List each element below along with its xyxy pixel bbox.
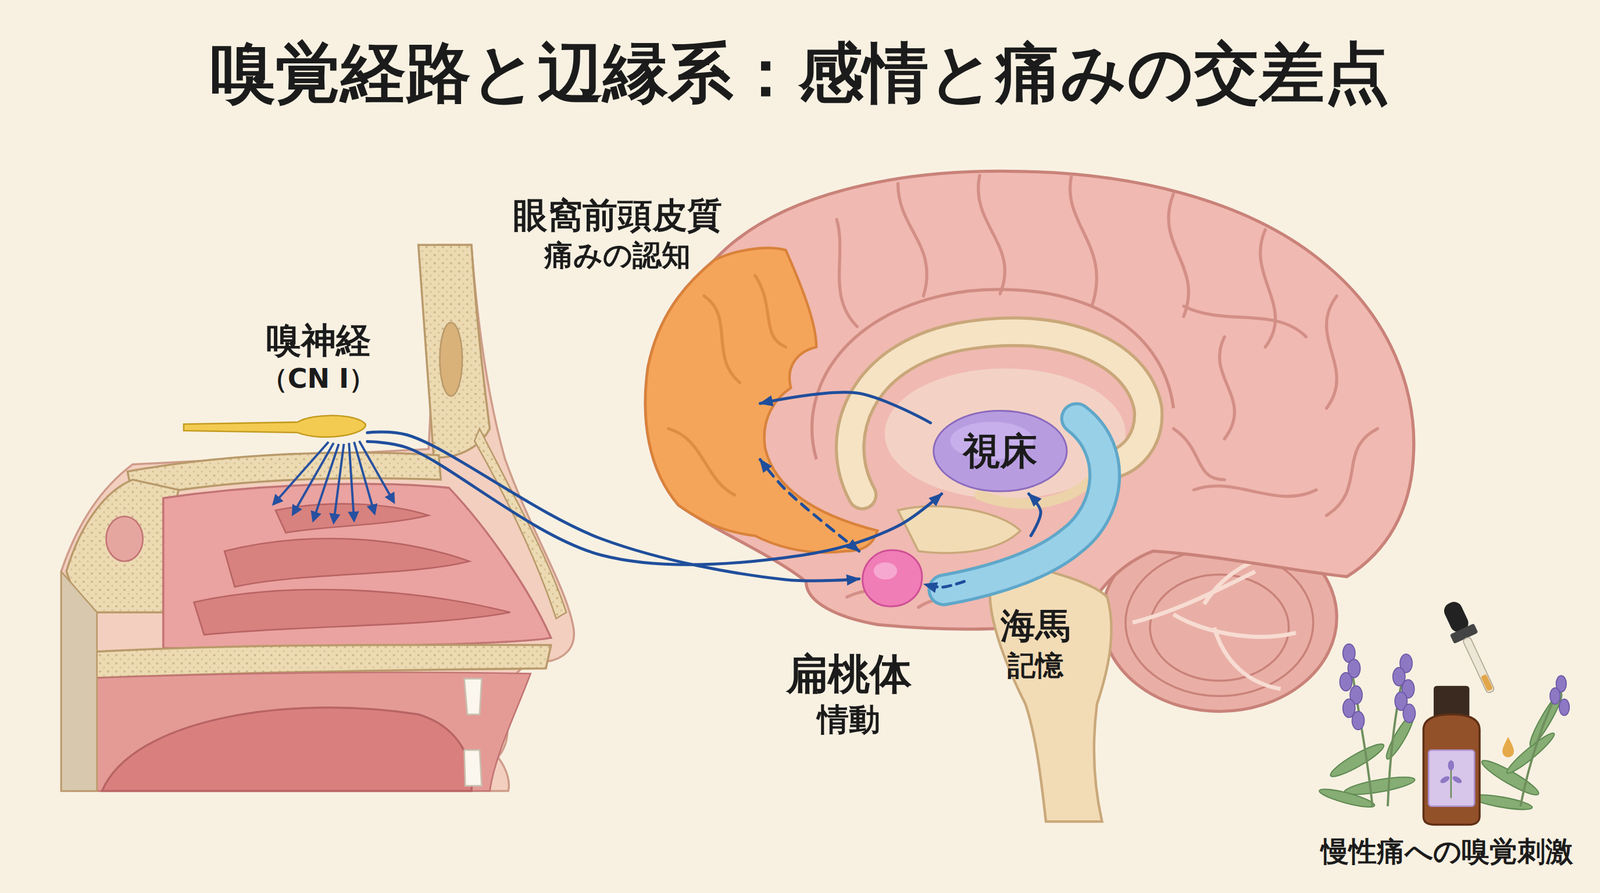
diagram-title: 嗅覚経路と辺縁系：感情と痛みの交差点 bbox=[210, 29, 1390, 118]
bottle-body bbox=[1423, 714, 1480, 825]
node-heading: 視床 bbox=[962, 427, 1038, 475]
gyrus-line bbox=[1260, 229, 1276, 348]
arbor-vitae bbox=[1173, 614, 1296, 638]
node-label-group: 視床 bbox=[930, 408, 1070, 494]
gyrus-line bbox=[1168, 194, 1189, 317]
lower-tooth bbox=[464, 750, 482, 786]
gyrus-line bbox=[1193, 486, 1317, 497]
olfactory-fiber bbox=[359, 440, 395, 502]
gyrus-line bbox=[1183, 306, 1307, 338]
gyrus-line bbox=[897, 183, 927, 296]
upper-tooth bbox=[464, 678, 482, 714]
node-subtitle: 痛みの認知 bbox=[544, 237, 691, 274]
node-heading: 嗅神経 bbox=[266, 318, 371, 363]
label-floret bbox=[1447, 760, 1455, 771]
nasal-cavity bbox=[163, 483, 552, 648]
lavender-floret bbox=[1550, 687, 1561, 705]
connector-arrow bbox=[924, 581, 964, 588]
dropper-tube bbox=[1462, 636, 1495, 694]
bulb-shape bbox=[183, 411, 368, 444]
node-label-group: 扁桃体情動 bbox=[786, 647, 912, 740]
pharynx-wall bbox=[61, 571, 97, 791]
blob-shape bbox=[859, 547, 925, 609]
connector-arrow bbox=[1028, 493, 1041, 536]
middle-turbinate bbox=[224, 538, 470, 587]
gyrus-line bbox=[1219, 336, 1235, 439]
lavender-floret bbox=[1402, 704, 1416, 723]
amygdala-node: 扁桃体情動 bbox=[859, 547, 925, 609]
sphenoid-sinus bbox=[106, 516, 144, 562]
lavender-floret bbox=[1339, 672, 1352, 692]
orbitofrontal-region bbox=[645, 248, 878, 553]
gyrus-line bbox=[978, 175, 1006, 295]
lavender-floret bbox=[1559, 698, 1570, 716]
amygdala-shape bbox=[862, 550, 922, 607]
thalamus-node: 視床 bbox=[930, 408, 1070, 494]
node-label-group: 眼窩前頭皮質痛みの認知 bbox=[512, 193, 723, 274]
leaf bbox=[1318, 786, 1376, 811]
node-label-group: 嗅神経（CN I） bbox=[261, 318, 376, 396]
gyrus-line bbox=[1173, 428, 1225, 480]
node-heading: 海馬 bbox=[1000, 604, 1071, 648]
gyrus-line bbox=[1326, 428, 1378, 516]
connector-arrow bbox=[759, 392, 931, 424]
orbitofrontal-gyrus bbox=[668, 428, 735, 495]
oral-cavity bbox=[71, 672, 531, 792]
node-heading: 眼窩前頭皮質 bbox=[512, 193, 723, 238]
hippocampus bbox=[943, 418, 1105, 591]
gyrus-line bbox=[836, 219, 857, 327]
olfactory-fiber bbox=[354, 441, 375, 514]
olfactory-fiber bbox=[333, 444, 345, 523]
node-heading: 扁桃体 bbox=[786, 647, 912, 700]
brainstem bbox=[989, 559, 1112, 822]
frontal-sinus bbox=[439, 322, 463, 396]
lavender-stem bbox=[1520, 683, 1562, 807]
leaf bbox=[1327, 739, 1387, 781]
dropper-oil bbox=[1480, 673, 1494, 692]
olfactory-nerve-node: 嗅神経（CN I） bbox=[183, 411, 368, 444]
orbitofrontal-gyrus bbox=[704, 295, 740, 383]
connector-arrow bbox=[367, 441, 942, 566]
orbitofrontal-gyrus bbox=[755, 275, 787, 348]
node-subtitle: （CN I） bbox=[261, 362, 376, 396]
olfactory-fiber bbox=[273, 441, 329, 505]
label-floret bbox=[1451, 775, 1463, 785]
oil-drop bbox=[1502, 736, 1514, 757]
olfactory-fiber bbox=[348, 443, 355, 521]
hippocampus-outline bbox=[943, 418, 1105, 591]
gyrus-line bbox=[1070, 175, 1098, 307]
inferior-turbinate bbox=[193, 589, 510, 635]
olfactory-bulb-shape bbox=[183, 415, 366, 438]
sphenoid-bone bbox=[66, 479, 179, 613]
orbitofrontal-node: 眼窩前頭皮質痛みの認知 bbox=[673, 336, 760, 480]
leaf bbox=[1479, 755, 1542, 799]
superior-turbinate bbox=[275, 504, 429, 534]
node-subtitle: 情動 bbox=[817, 700, 881, 740]
tongue bbox=[102, 707, 473, 791]
gyrus-line bbox=[1326, 295, 1338, 409]
connector-arrow bbox=[759, 459, 859, 552]
hippocampus-node: 海馬記憶 bbox=[963, 535, 1071, 600]
lavender-floret bbox=[1352, 711, 1365, 731]
arbor-vitae bbox=[1214, 627, 1281, 689]
thalamus-shape bbox=[933, 410, 1067, 492]
arbor-vitae bbox=[1132, 571, 1256, 623]
caption-label: 慢性痛への嗅覚刺激 bbox=[1320, 833, 1574, 871]
head-tissue bbox=[61, 244, 574, 791]
cerebellum-folia bbox=[1125, 548, 1314, 696]
node-label-group: 海馬記憶 bbox=[1000, 604, 1071, 683]
amygdala-highlight bbox=[873, 562, 897, 580]
frontal-bone bbox=[418, 244, 491, 458]
label-floret bbox=[1438, 775, 1451, 785]
node-subtitle: 記憶 bbox=[1007, 647, 1064, 683]
bottle-label bbox=[1428, 750, 1475, 807]
